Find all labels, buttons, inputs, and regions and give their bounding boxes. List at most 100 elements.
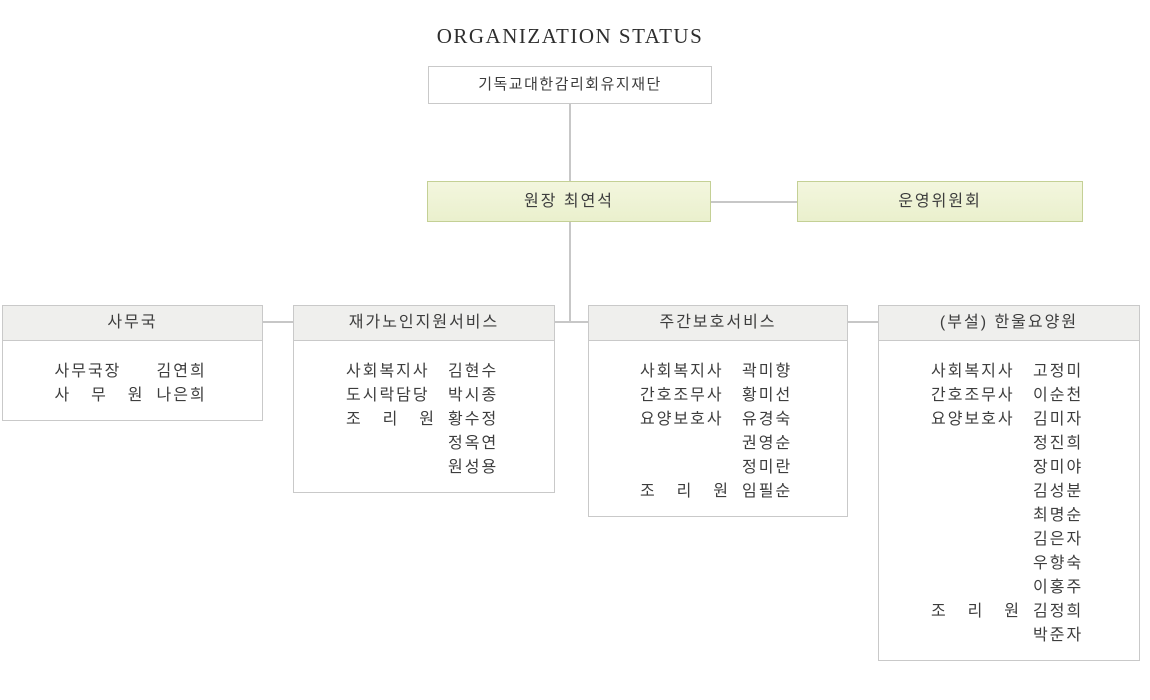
staff-title [931, 624, 1021, 648]
staff-name: 김성분 [1033, 483, 1084, 500]
staff-title [346, 432, 436, 456]
staff-title [640, 456, 730, 480]
staff-row: 우향숙 [931, 552, 1087, 576]
staff-row: 조 리 원 김정희 [931, 600, 1087, 624]
staff-name: 정옥연 [448, 435, 499, 452]
connector-dept1-dept2 [263, 321, 293, 323]
staff-name: 우향숙 [1033, 555, 1084, 572]
connector-director-departments [569, 222, 571, 323]
department-staff-list: 사무국장 김연희 사 무 원 나은희 [3, 341, 262, 420]
staff-name: 이순천 [1033, 387, 1084, 404]
staff-title [931, 528, 1021, 552]
staff-title [931, 456, 1021, 480]
staff-name: 김정희 [1033, 603, 1084, 620]
staff-title [931, 432, 1021, 456]
staff-title: 조 리 원 [346, 411, 436, 428]
staff-title: 사회복지사 [346, 363, 430, 380]
staff-row: 정미란 [640, 456, 796, 480]
department-staff-list: 사회복지사 김현수 도시락담당 박시종 조 리 원 황수정 정옥연 원성용 [294, 341, 554, 492]
staff-title: 사회복지사 [931, 363, 1015, 380]
staff-row: 이홍주 [931, 576, 1087, 600]
department-box-hanul-nursing-home: (부설) 한울요양원 사회복지사 고정미 간호조무사 이순천 요양보호사 김미자 정진… [878, 305, 1140, 661]
staff-name: 곽미향 [742, 363, 793, 380]
connector-root-director [569, 104, 571, 181]
department-header: (부설) 한울요양원 [879, 306, 1139, 341]
staff-title [640, 432, 730, 456]
staff-row: 간호조무사 이순천 [931, 384, 1087, 408]
staff-title: 사 무 원 [54, 387, 145, 404]
page-title: ORGANIZATION STATUS [436, 24, 704, 48]
staff-title: 조 리 원 [931, 603, 1021, 620]
staff-row: 조 리 원 임필순 [640, 480, 796, 504]
staff-title: 요양보호사 [931, 411, 1015, 428]
staff-row: 사 무 원 나은희 [55, 384, 211, 408]
connector-director-committee [711, 201, 797, 203]
foundation-label: 기독교대한감리회유지재단 [478, 76, 662, 93]
department-header: 주간보호서비스 [589, 306, 847, 341]
staff-row: 원성용 [346, 456, 502, 480]
connector-dept3-dept4 [848, 321, 878, 323]
staff-name: 최명순 [1033, 507, 1084, 524]
staff-name: 황수정 [448, 411, 499, 428]
staff-title [346, 456, 436, 480]
staff-name: 나은희 [156, 387, 207, 404]
director-box: 원장 최연석 [427, 181, 711, 222]
staff-row: 사회복지사 김현수 [346, 360, 502, 384]
staff-title: 사회복지사 [640, 363, 724, 380]
staff-row: 정진희 [931, 432, 1087, 456]
staff-row: 김은자 [931, 528, 1087, 552]
staff-title [931, 504, 1021, 528]
department-box-samuguk: 사무국 사무국장 김연희 사 무 원 나은희 [2, 305, 263, 421]
staff-name: 이홍주 [1033, 579, 1084, 596]
staff-row: 사회복지사 곽미향 [640, 360, 796, 384]
committee-label: 운영위원회 [898, 193, 982, 210]
staff-row: 김성분 [931, 480, 1087, 504]
department-staff-list: 사회복지사 고정미 간호조무사 이순천 요양보호사 김미자 정진희 장미야 김성분 최… [879, 341, 1139, 660]
staff-row: 간호조무사 황미선 [640, 384, 796, 408]
staff-row: 도시락담당 박시종 [346, 384, 502, 408]
staff-name: 김연희 [156, 363, 207, 380]
staff-title [931, 552, 1021, 576]
staff-row: 사무국장 김연희 [55, 360, 211, 384]
staff-title [931, 576, 1021, 600]
staff-row: 장미야 [931, 456, 1087, 480]
staff-row: 권영순 [640, 432, 796, 456]
staff-title: 사무국장 [54, 363, 122, 380]
committee-box: 운영위원회 [797, 181, 1083, 222]
director-label: 원장 최연석 [523, 193, 615, 210]
staff-name: 고정미 [1033, 363, 1084, 380]
staff-row: 정옥연 [346, 432, 502, 456]
staff-name: 정진희 [1033, 435, 1084, 452]
connector-dept2-dept3 [555, 321, 588, 323]
staff-row: 최명순 [931, 504, 1087, 528]
staff-name: 김현수 [448, 363, 499, 380]
staff-title: 조 리 원 [640, 483, 730, 500]
staff-name: 김은자 [1033, 531, 1084, 548]
department-box-jaega-service: 재가노인지원서비스 사회복지사 김현수 도시락담당 박시종 조 리 원 황수정 정옥연… [293, 305, 555, 493]
staff-title: 간호조무사 [931, 387, 1015, 404]
staff-name: 원성용 [448, 459, 499, 476]
staff-name: 박준자 [1033, 627, 1084, 644]
staff-name: 권영순 [742, 435, 793, 452]
staff-row: 요양보호사 김미자 [931, 408, 1087, 432]
staff-name: 황미선 [742, 387, 793, 404]
staff-name: 임필순 [742, 483, 793, 500]
staff-row: 박준자 [931, 624, 1087, 648]
staff-name: 박시종 [448, 387, 499, 404]
department-header: 재가노인지원서비스 [294, 306, 554, 341]
staff-row: 사회복지사 고정미 [931, 360, 1087, 384]
staff-name: 장미야 [1033, 459, 1084, 476]
staff-name: 김미자 [1033, 411, 1084, 428]
foundation-box: 기독교대한감리회유지재단 [428, 66, 712, 104]
staff-title: 간호조무사 [640, 387, 724, 404]
department-header: 사무국 [3, 306, 262, 341]
staff-name: 정미란 [742, 459, 793, 476]
staff-title: 도시락담당 [346, 387, 430, 404]
staff-row: 조 리 원 황수정 [346, 408, 502, 432]
staff-title: 요양보호사 [640, 411, 724, 428]
staff-title [931, 480, 1021, 504]
